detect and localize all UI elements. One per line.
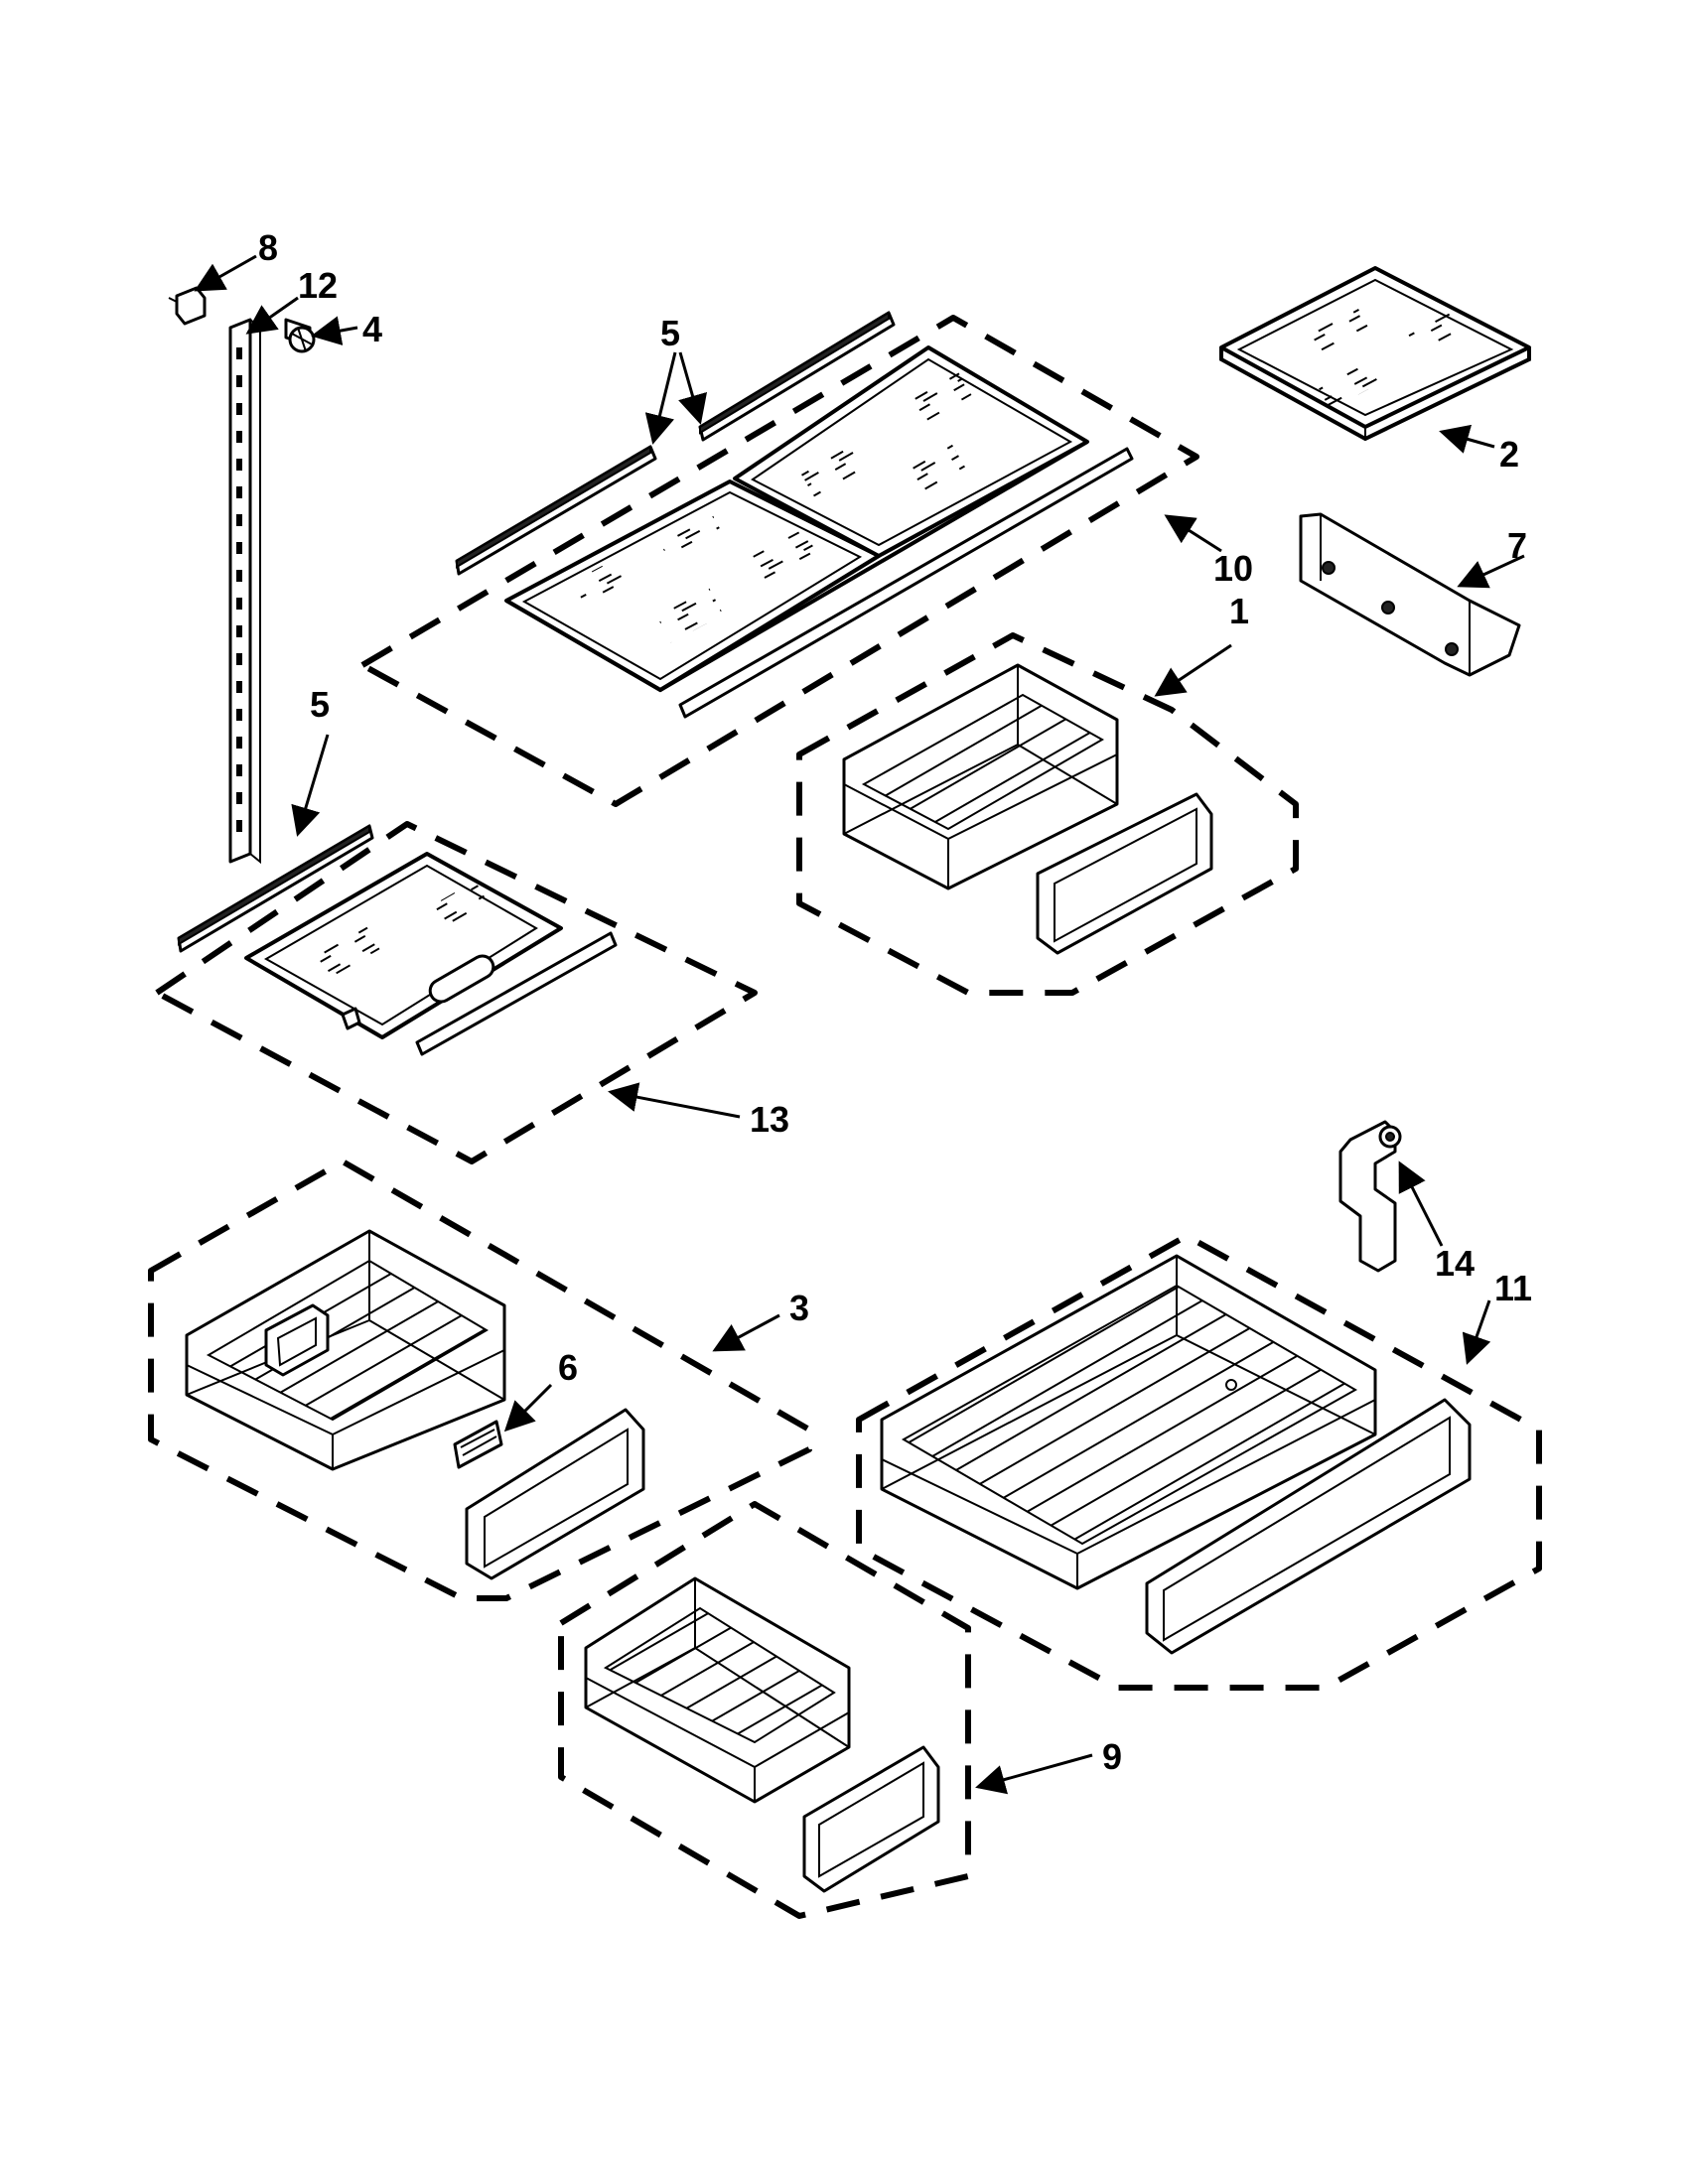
callouts: 8 12 4 5 5 2 7 10 1 13 3 6 14 11 9 [258,227,1532,1777]
small-shelf [1219,266,1531,442]
callout-5-upper: 5 [660,313,680,353]
callout-2: 2 [1499,434,1519,475]
callout-12: 12 [298,265,338,306]
callout-11: 11 [1494,1268,1532,1308]
callout-1: 1 [1229,591,1249,631]
callout-7: 7 [1507,525,1527,566]
assembly-outline-13 [154,821,758,1164]
crisper-front-9 [802,1745,940,1893]
rail-slot [236,709,242,721]
mounting-screw [284,318,316,353]
rail-slot [236,486,242,498]
pantry-drawer [880,1254,1377,1590]
drawer-bracket [1338,1120,1402,1273]
assembly-outline-10 [359,315,1199,807]
shelf-ladder-rail [228,318,261,865]
rail-slot [236,542,242,554]
rail-slot [236,737,242,749]
leader-lines [194,254,1525,1795]
assembly-outline-1 [796,632,1299,996]
callout-3: 3 [789,1288,809,1328]
rail-slot [236,431,242,443]
assembly-outline-3 [148,1159,812,1601]
callout-9: 9 [1102,1736,1122,1777]
humidity-control [264,1303,330,1377]
callout-5-lower: 5 [310,684,330,725]
rail-slot [236,570,242,582]
rail-slot [236,820,242,832]
rail-slot [236,514,242,526]
control-label [453,1420,503,1469]
callout-6: 6 [558,1347,578,1388]
rail-slot [236,792,242,804]
glass-shelf-left [504,479,881,692]
callout-10: 10 [1213,548,1253,589]
lower-shelf-assembly [177,824,618,1056]
crisper-front-3 [465,1408,645,1580]
crisper-front-1 [1036,792,1213,955]
rail-slot [236,598,242,610]
glass-shelf-small [244,852,563,1039]
rail-slot [236,403,242,415]
rail-slot [236,764,242,776]
rail-clip [168,286,207,326]
callout-14: 14 [1435,1243,1475,1284]
rail-slot [236,681,242,693]
crisper-drawer-1 [842,663,1119,890]
pantry-drawer-front [1145,1398,1472,1655]
rail-slot [236,459,242,471]
callout-4: 4 [362,309,382,349]
shelf-bracket [1299,512,1521,677]
assembly-outline-9 [558,1501,971,1919]
upper-shelf-assembly [455,311,1134,719]
rail-slot [236,625,242,637]
rail-slot [236,375,242,387]
rail-slot [236,347,242,359]
rail-slot [236,653,242,665]
callout-8: 8 [258,227,278,268]
callout-13: 13 [750,1099,789,1140]
crisper-drawer-9 [584,1576,851,1804]
crisper-drawer-3 [185,1229,506,1471]
assembly-outline-11 [856,1233,1542,1691]
